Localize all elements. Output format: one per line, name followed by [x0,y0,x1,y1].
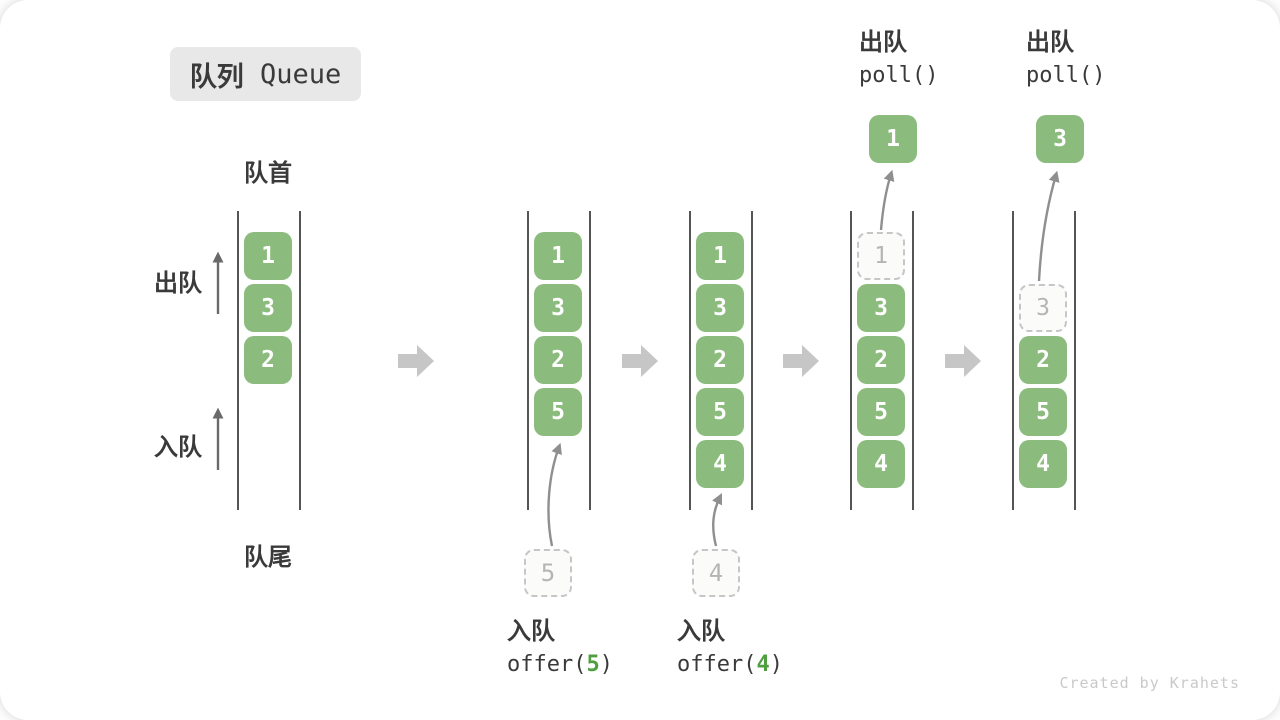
dequeue-op-zh: 出队 [859,29,907,56]
title-zh: 队列 [189,61,244,92]
queue-wall-left [1012,211,1014,510]
enqueue-op-label: 入队 offer(4) [677,620,783,676]
queue-wall-right [912,211,914,510]
queue-cell: 2 [244,336,292,384]
dequeue-op-code: poll() [1026,63,1106,88]
queue-rear-label: 队尾 [244,544,292,571]
dequeue-op-label: 出队 poll() [859,31,938,87]
queue-cell: 3 [857,284,905,332]
queue-cell: 5 [857,388,905,436]
queue-cell: 2 [696,336,744,384]
queue-wall-right [751,211,753,510]
credit-text: Created by Krahets [1059,674,1240,692]
code-fn: offer( [507,652,587,677]
queue-cell: 1 [244,232,292,280]
queue-cell: 1 [696,232,744,280]
code-close: ) [769,652,783,677]
title-box: 队列 Queue [170,47,361,101]
enqueue-op-zh: 入队 [507,618,555,645]
queue-cell: 5 [696,388,744,436]
queue-wall-left [527,211,529,510]
enqueue-path-arrow-icon [547,442,562,547]
queue-front-label: 队首 [244,160,292,187]
code-arg: 5 [586,652,600,677]
step-arrow-icon [783,345,819,377]
queue-cell: 4 [857,440,905,488]
enqueue-op-code: offer(4) [677,654,783,676]
step-arrow-icon [622,345,658,377]
queue-cell: 2 [534,336,582,384]
queue-wall-left [689,211,691,510]
queue-wall-left [237,211,239,510]
queue-cell: 3 [534,284,582,332]
code-close: ) [599,652,613,677]
queue-wall-left [850,211,852,510]
queue-cell: 4 [1019,440,1067,488]
dequeue-op-label: 出队 poll() [1026,31,1105,87]
dequeue-path-arrow-icon [1037,170,1060,282]
title-en: Queue [243,58,342,90]
enqueue-path-arrow-icon [712,493,722,547]
dequeue-side-label: 出队 [154,270,202,297]
dequeue-path-arrow-icon [879,169,895,231]
code-arg: 4 [756,652,770,677]
queue-cell: 1 [534,232,582,280]
step-arrow-icon [945,345,981,377]
queue-wall-right [1074,211,1076,510]
queue-cell: 2 [857,336,905,384]
queue-cell-removed: 1 [857,232,905,280]
queue-cell: 5 [534,388,582,436]
queue-cell: 2 [1019,336,1067,384]
queue-wall-right [299,211,301,510]
dequeue-op-code: poll() [859,63,939,88]
dequeue-op-zh: 出队 [1026,29,1074,56]
queue-cell: 4 [696,440,744,488]
queue-cell: 3 [244,284,292,332]
enqueue-op-label: 入队 offer(5) [507,620,613,676]
staged-value-box: 5 [524,549,572,597]
enqueue-op-code: offer(5) [507,654,613,676]
step-arrow-icon [398,345,434,377]
code-fn: offer( [677,652,757,677]
staged-value-box: 4 [692,549,740,597]
queue-wall-right [589,211,591,510]
queue-cell: 3 [696,284,744,332]
polled-value-box: 3 [1036,115,1084,163]
enqueue-op-zh: 入队 [677,618,725,645]
enqueue-side-label: 入队 [154,434,202,461]
queue-cell-removed: 3 [1019,284,1067,332]
polled-value-box: 1 [869,115,917,163]
queue-cell: 5 [1019,388,1067,436]
